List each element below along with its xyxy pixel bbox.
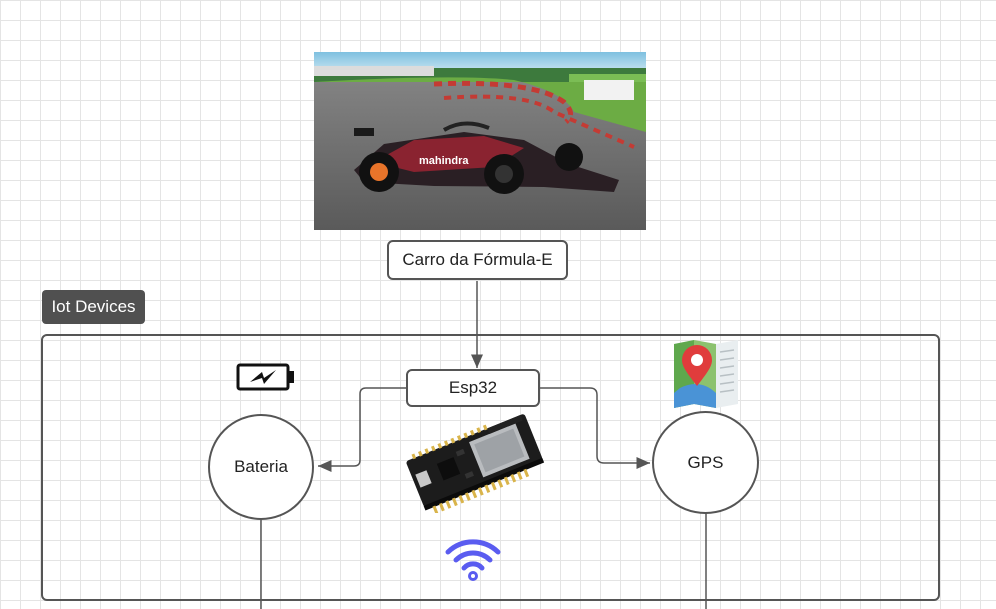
gps-node-label: GPS (687, 452, 724, 472)
battery-charging-icon (232, 352, 302, 402)
iot-devices-label-text: Iot Devices (51, 297, 136, 316)
formula-e-car-photo: mahindra (314, 52, 646, 230)
car-node[interactable]: Carro da Fórmula-E (387, 240, 568, 280)
car-brand-text: mahindra (419, 155, 469, 167)
edge-esp-gps (540, 387, 650, 469)
iot-devices-label[interactable]: Iot Devices (42, 290, 145, 324)
battery-node-label: Bateria (234, 457, 288, 476)
edge-esp-battery (318, 387, 407, 472)
car-node-label: Carro da Fórmula-E (402, 250, 553, 269)
esp32-board-image (398, 408, 548, 514)
battery-node[interactable]: Bateria (208, 414, 314, 520)
esp32-node-label: Esp32 (448, 378, 498, 397)
iot-devices-container[interactable] (41, 334, 940, 601)
map-pin-icon (670, 338, 742, 410)
esp32-node[interactable]: Esp32 (406, 369, 540, 407)
wifi-icon (443, 534, 503, 584)
gps-node[interactable]: GPS (652, 411, 759, 514)
